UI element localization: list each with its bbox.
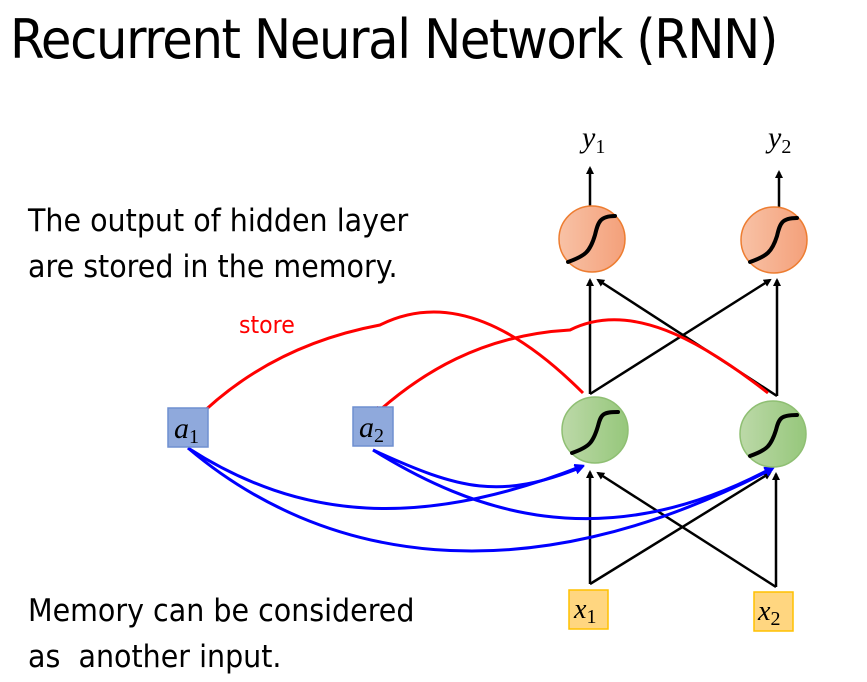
memory-arrow-a1-h1 (187, 446, 585, 510)
hidden-layer-note: The output of hidden layer are stored in… (28, 198, 408, 290)
output-subscript: 2 (781, 136, 791, 158)
sigmoid-icon (566, 214, 617, 264)
slide-title: Recurrent Neural Network (RNN) (10, 8, 778, 71)
store-arrows (192, 310, 769, 423)
input-symbol: x (757, 596, 771, 627)
sigmoid-icon (748, 413, 799, 458)
edge-x2-h1 (596, 471, 777, 589)
output-label-y1: y1 (579, 121, 605, 158)
svg-text:a2: a2 (359, 411, 384, 447)
memory-cell-a2: a2 (352, 406, 394, 447)
input-symbol: x (573, 594, 587, 625)
memory-note: Memory can be considered as another inpu… (28, 588, 414, 680)
edge-x1-h2 (589, 471, 772, 586)
output-subscript: 1 (595, 136, 605, 158)
output-symbol: y (579, 121, 596, 154)
memory-symbol: a (174, 412, 189, 445)
memory-arrow-a2-h2 (372, 448, 775, 521)
output-label-y2: y2 (765, 121, 791, 158)
store-arrow-h1-a1 (192, 310, 585, 423)
note-line: as another input. (28, 639, 282, 675)
input-to-hidden-edges (586, 470, 780, 589)
output-neuron-o1 (558, 205, 626, 273)
svg-text:x2: x2 (757, 596, 780, 630)
note-line: are stored in the memory. (28, 249, 398, 285)
svg-text:x1: x1 (573, 594, 596, 628)
svg-text:a1: a1 (174, 412, 199, 448)
note-line: The output of hidden layer (28, 203, 409, 239)
output-symbol: y (765, 121, 782, 154)
hidden-neuron-h2 (739, 400, 807, 468)
sigmoid-icon (748, 216, 799, 264)
memory-subscript: 1 (189, 426, 199, 448)
store-label: store (239, 311, 295, 339)
memory-symbol: a (359, 411, 374, 444)
memory-cell-a1: a1 (167, 407, 209, 448)
input-x2: x2 (753, 591, 794, 632)
memory-arrow-a2-h1 (372, 448, 585, 489)
memory-subscript: 2 (374, 425, 384, 447)
input-x1: x1 (568, 589, 609, 630)
memory-arrows (187, 446, 775, 553)
output-neuron-o2 (740, 206, 808, 274)
note-line: Memory can be considered (28, 593, 415, 629)
memory-arrow-a1-h2 (187, 446, 775, 553)
output-edges (586, 166, 783, 207)
input-subscript: 2 (770, 608, 780, 630)
store-arrow-h2-a2 (372, 318, 769, 416)
sigmoid-icon (570, 410, 620, 455)
hidden-neuron-h1 (561, 396, 629, 464)
input-subscript: 1 (586, 606, 596, 628)
